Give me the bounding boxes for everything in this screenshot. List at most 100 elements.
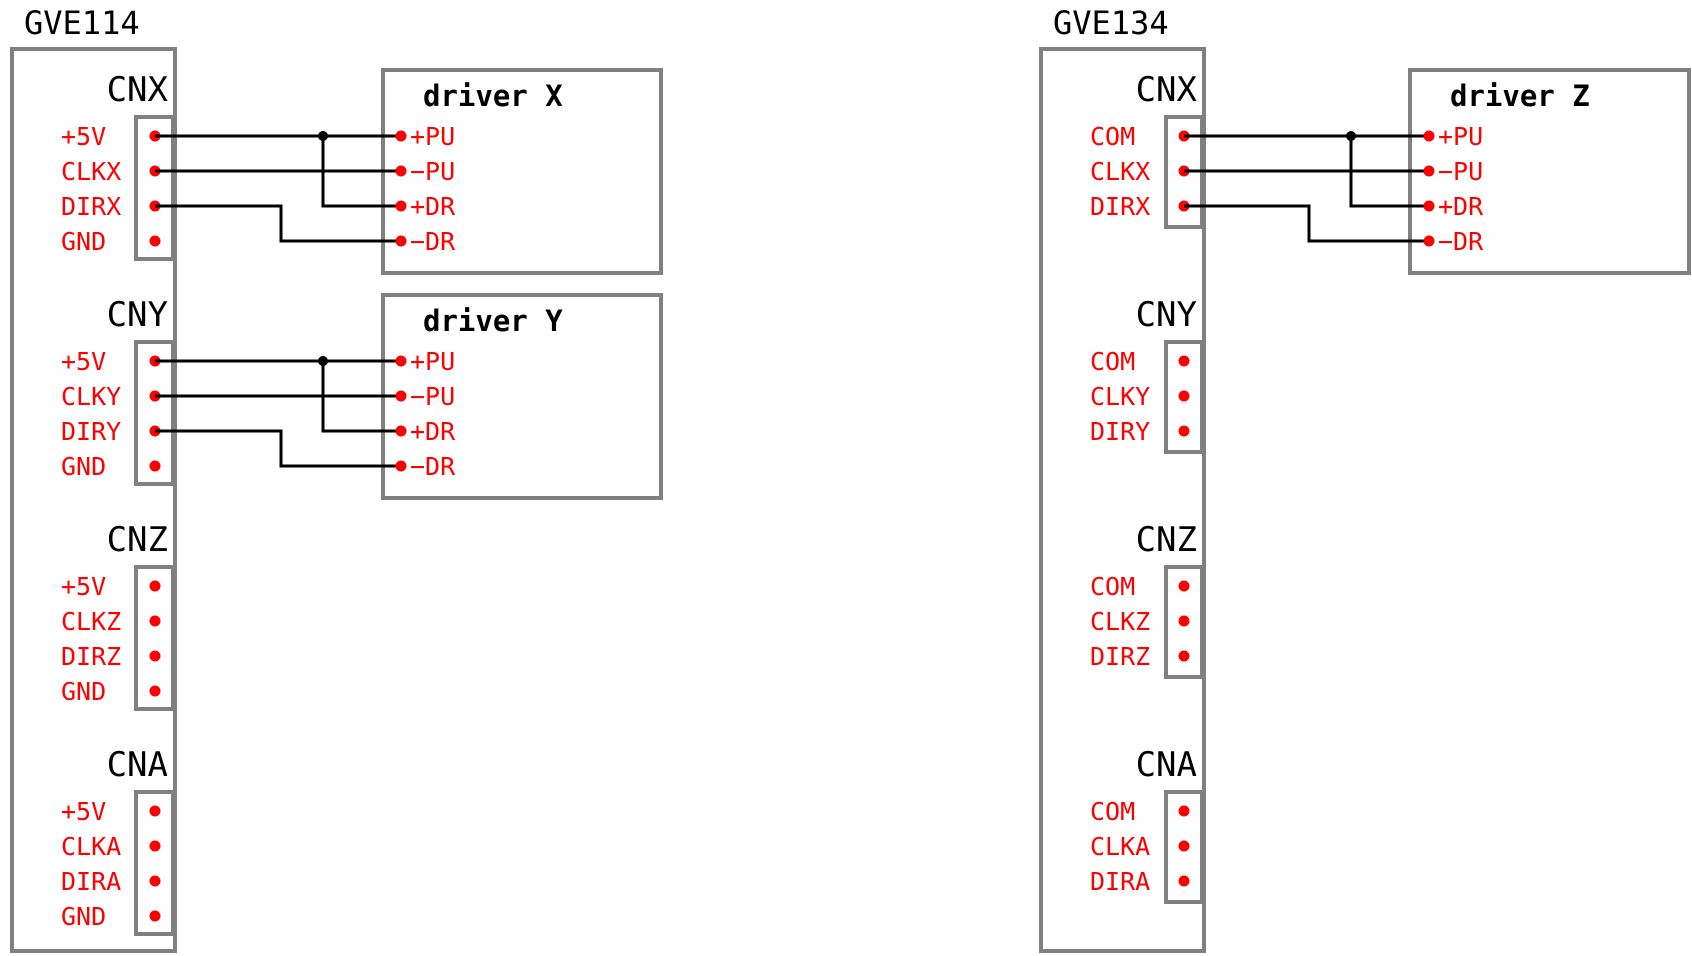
pin-label: DIRZ bbox=[61, 642, 121, 671]
driver-pin-label: −DR bbox=[410, 452, 456, 481]
driver-z: driver Z +PU −PU +DR −DR bbox=[1408, 68, 1691, 275]
driver-pin-dot bbox=[395, 355, 407, 367]
pin-label: DIRA bbox=[61, 867, 121, 896]
wire-5v-to-dr bbox=[321, 361, 401, 433]
junction-dot bbox=[318, 131, 328, 141]
wires-gve114-driver-y bbox=[155, 355, 407, 472]
pin-dot bbox=[1178, 650, 1190, 662]
connector-outline bbox=[134, 115, 175, 261]
pin-label: CLKX bbox=[1090, 157, 1150, 186]
pin-dot bbox=[149, 685, 161, 697]
driver-pin-label: +PU bbox=[1438, 122, 1483, 151]
driver-pin-dot bbox=[1423, 235, 1435, 247]
connector-label: CNY bbox=[107, 295, 168, 335]
connector-label: CNZ bbox=[107, 520, 168, 560]
driver-pin-dot bbox=[395, 130, 407, 142]
board-gve134-outline bbox=[1039, 47, 1206, 953]
driver-pin-dot bbox=[395, 200, 407, 212]
pin-dot bbox=[1178, 805, 1190, 817]
pin-label: GND bbox=[61, 227, 106, 256]
connector-outline bbox=[1164, 565, 1204, 679]
driver-pin-dot bbox=[1423, 165, 1435, 177]
pin-label: +5V bbox=[61, 122, 106, 151]
pin-label: CLKX bbox=[61, 157, 121, 186]
gve114-connector-cnx: CNX +5V CLKX DIRX GND bbox=[61, 70, 175, 261]
wire-5v-to-dr bbox=[321, 136, 401, 208]
driver-pin-label: −DR bbox=[1438, 227, 1484, 256]
pin-dot bbox=[149, 840, 161, 852]
gve134-connector-cnx: CNX COM CLKX DIRX bbox=[1090, 70, 1204, 229]
pin-dot bbox=[1178, 615, 1190, 627]
pin-dot bbox=[1178, 355, 1190, 367]
driver-pin-label: −PU bbox=[1438, 157, 1483, 186]
pin-dot bbox=[149, 460, 161, 472]
pin-label: +5V bbox=[61, 572, 106, 601]
board-gve134-title: GVE134 bbox=[1053, 4, 1169, 42]
driver-x-title: driver X bbox=[423, 79, 563, 113]
gve114-connector-cnz: CNZ +5V CLKZ DIRZ GND bbox=[61, 520, 175, 711]
connector-label: CNY bbox=[1136, 295, 1197, 335]
wire-dir-to-minus-dr bbox=[155, 429, 401, 468]
pin-label: CLKZ bbox=[61, 607, 121, 636]
pin-label: COM bbox=[1090, 347, 1135, 376]
junction-dot bbox=[318, 356, 328, 366]
pin-label: CLKZ bbox=[1090, 607, 1150, 636]
board-gve134: GVE134 CNX COM CLKX DIRX CNY COM CLKY DI… bbox=[1039, 4, 1206, 953]
pin-dot bbox=[1178, 840, 1190, 852]
pin-dot bbox=[149, 235, 161, 247]
driver-pin-label: −PU bbox=[410, 382, 455, 411]
driver-y-title: driver Y bbox=[423, 304, 563, 338]
connector-outline bbox=[134, 565, 175, 711]
pin-label: DIRA bbox=[1090, 867, 1150, 896]
pin-dot bbox=[1178, 875, 1190, 887]
gve134-connector-cna: CNA COM CLKA DIRA bbox=[1090, 745, 1204, 904]
pin-label: CLKY bbox=[1090, 382, 1150, 411]
driver-pin-dot bbox=[395, 425, 407, 437]
gve114-connector-cna: CNA +5V CLKA DIRA GND bbox=[61, 745, 175, 936]
connector-outline bbox=[1164, 340, 1204, 454]
pin-label: DIRY bbox=[1090, 417, 1150, 446]
connector-label: CNZ bbox=[1136, 520, 1197, 560]
pin-dot bbox=[149, 615, 161, 627]
pin-dot bbox=[1178, 390, 1190, 402]
pin-label: CLKA bbox=[1090, 832, 1150, 861]
connector-label: CNA bbox=[107, 745, 168, 785]
pin-label: DIRX bbox=[1090, 192, 1150, 221]
pin-label: COM bbox=[1090, 797, 1135, 826]
board-gve114-outline bbox=[10, 47, 177, 953]
connector-outline bbox=[1164, 790, 1204, 904]
pin-dot bbox=[149, 805, 161, 817]
pin-label: CLKA bbox=[61, 832, 121, 861]
pin-label: +5V bbox=[61, 347, 106, 376]
pin-dot bbox=[149, 650, 161, 662]
driver-pin-dot bbox=[1423, 130, 1435, 142]
wire-com-to-dr bbox=[1349, 136, 1429, 208]
junction-dot bbox=[1346, 131, 1356, 141]
pin-dot bbox=[1178, 580, 1190, 592]
driver-pin-dot bbox=[395, 460, 407, 472]
pin-dot bbox=[149, 875, 161, 887]
driver-y: driver Y +PU −PU +DR −DR bbox=[381, 293, 663, 500]
pin-dot bbox=[1178, 425, 1190, 437]
pin-label: +5V bbox=[61, 797, 106, 826]
pin-label: DIRZ bbox=[1090, 642, 1150, 671]
gve134-connector-cny: CNY COM CLKY DIRY bbox=[1090, 295, 1204, 454]
driver-pin-label: −DR bbox=[410, 227, 456, 256]
pin-label: COM bbox=[1090, 122, 1135, 151]
driver-x: driver X +PU −PU +DR −DR bbox=[381, 68, 663, 275]
pin-dot bbox=[149, 910, 161, 922]
driver-pin-dot bbox=[395, 235, 407, 247]
connector-outline bbox=[134, 790, 175, 936]
driver-pin-label: +DR bbox=[1438, 192, 1484, 221]
wire-dir-to-minus-dr bbox=[155, 204, 401, 243]
pin-label: GND bbox=[61, 452, 106, 481]
board-gve114-title: GVE114 bbox=[24, 4, 140, 42]
driver-z-title: driver Z bbox=[1450, 79, 1590, 113]
pin-label: CLKY bbox=[61, 382, 121, 411]
connector-label: CNX bbox=[1136, 70, 1198, 110]
pin-label: COM bbox=[1090, 572, 1135, 601]
driver-pin-label: −PU bbox=[410, 157, 455, 186]
connector-label: CNX bbox=[107, 70, 169, 110]
pin-label: GND bbox=[61, 677, 106, 706]
